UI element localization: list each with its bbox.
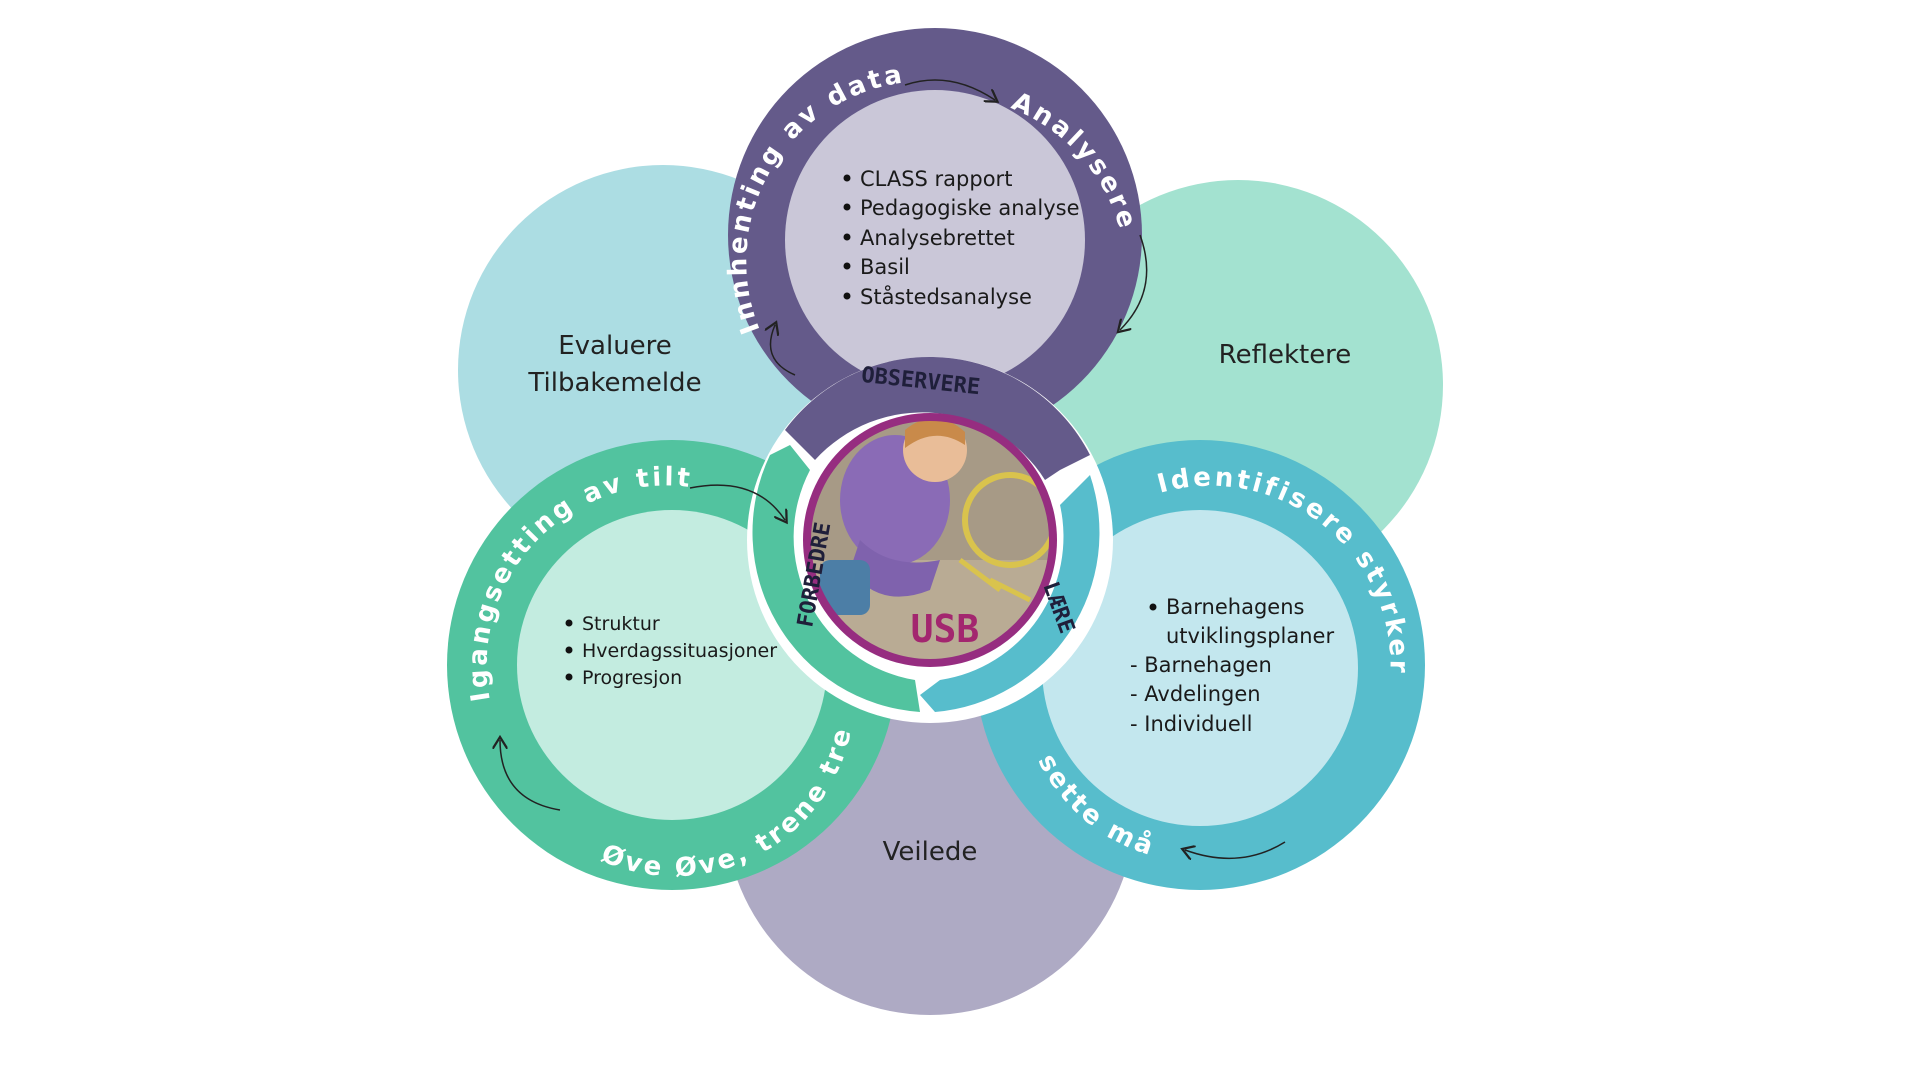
- petal-tilbakemelde-label: Tilbakemelde: [527, 368, 701, 398]
- arrow-top: [904, 79, 995, 100]
- petal-reflektere-label: Reflektere: [1219, 340, 1352, 370]
- center-photo-ring: [805, 415, 1055, 665]
- petal-veilede-label: Veilede: [883, 837, 978, 867]
- ring-top-list: CLASS rapport Pedagogiske analyse Analys…: [843, 167, 1080, 309]
- list-item: Analysebrettet: [860, 226, 1015, 250]
- band-observere: [785, 356, 1090, 480]
- band-forbedre: [752, 445, 920, 712]
- band-laere: [920, 475, 1100, 712]
- list-subitem: - Avdelingen: [1130, 682, 1261, 706]
- arrow-left-bottom: [500, 740, 561, 811]
- ring-right-inner: [1042, 510, 1358, 826]
- list-item: utviklingsplaner: [1166, 624, 1334, 648]
- list-item: Hverdagssituasjoner: [582, 640, 777, 662]
- arrow-right-bottom: [1185, 841, 1286, 858]
- petal-evaluere-label: Evaluere: [558, 331, 672, 361]
- ring-top-inner: [785, 90, 1085, 390]
- ring-right-list: Barnehagens utviklingsplaner - Barnehage…: [1130, 595, 1334, 736]
- list-item: Progresjon: [582, 667, 682, 689]
- ring-left-inner: [517, 510, 827, 820]
- list-item: Barnehagens: [1166, 595, 1304, 619]
- center-label: USB: [911, 607, 980, 651]
- list-item: Pedagogiske analyse: [860, 196, 1080, 220]
- list-item: Struktur: [582, 613, 660, 635]
- list-item: Basil: [860, 255, 910, 279]
- list-subitem: - Individuell: [1130, 712, 1252, 736]
- list-item: CLASS rapport: [860, 167, 1012, 191]
- list-item: Ståstedsanalyse: [860, 284, 1032, 309]
- center-photo: [808, 418, 1052, 662]
- arrow-top-right: [1120, 234, 1148, 330]
- arrow-left-top: [689, 484, 785, 520]
- list-subitem: - Barnehagen: [1130, 653, 1272, 677]
- ring-left-list: Struktur Hverdagssituasjoner Progresjon: [565, 613, 777, 689]
- arrow-top-left: [771, 325, 796, 376]
